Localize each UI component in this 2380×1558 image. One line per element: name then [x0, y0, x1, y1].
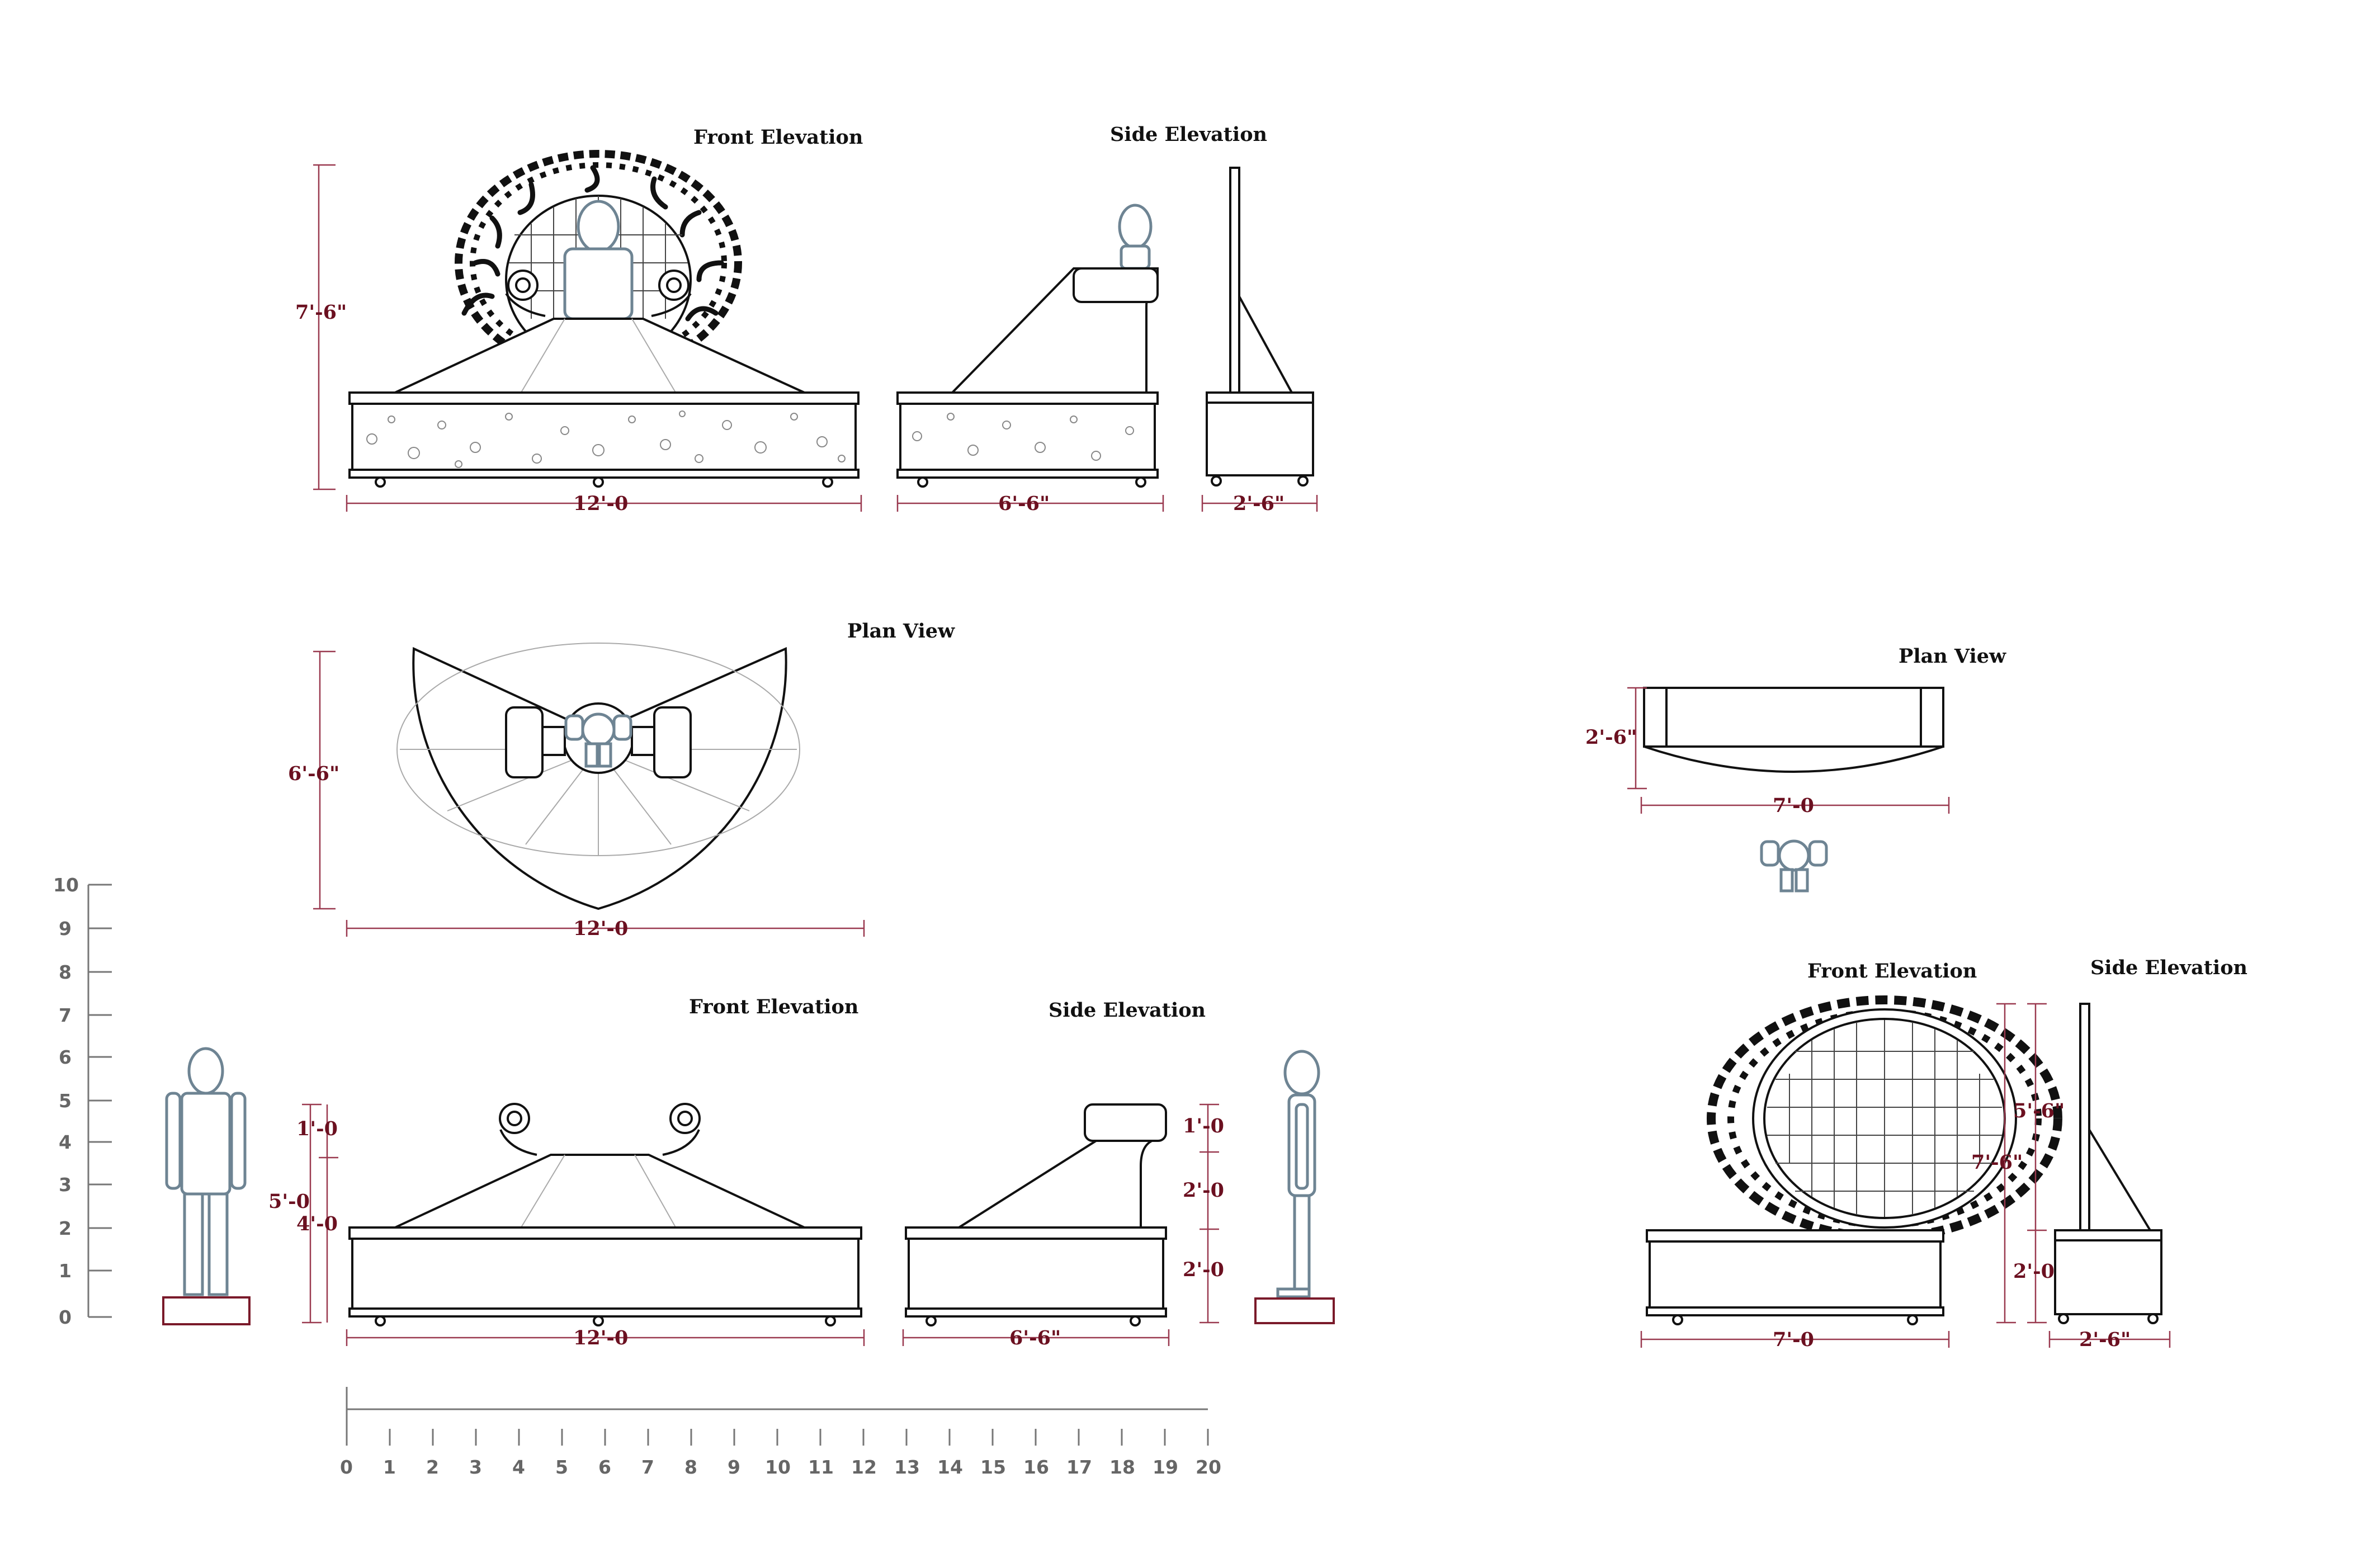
vscale-6: 6	[59, 1046, 72, 1068]
top-front-height-label: 7'-6"	[295, 301, 347, 324]
top-panel-width-label: 2'-6"	[1233, 492, 1285, 515]
ramp-front	[391, 318, 809, 395]
hscale-14: 14	[937, 1456, 963, 1478]
lower-side-dim-c: 2'-0	[1183, 1258, 1224, 1281]
right-side-elevation-title: Side Elevation	[2090, 956, 2247, 979]
hscale-13: 13	[894, 1456, 920, 1478]
top-front-elevation-title: Front Elevation	[693, 126, 863, 149]
horizontal-scale: 0 1 2 3 4 5 6 7 8 9 10 11 12 13 14 15 16…	[340, 1387, 1221, 1478]
plan-view-small: Plan View 2'-6" 7'-0	[1585, 645, 2006, 893]
lower-upper-height-label: 1'-0	[296, 1117, 338, 1140]
hscale-5: 5	[555, 1456, 568, 1478]
right-front-elevation: Front Elevation 7'-0	[1640, 960, 2062, 1351]
lower-front-elevation-title: Front Elevation	[689, 995, 858, 1018]
top-front-width-label: 12'-0	[573, 492, 628, 515]
hscale-16: 16	[1023, 1456, 1049, 1478]
lower-side-dim-b: 2'-0	[1183, 1179, 1224, 1202]
right-total-height-label: 7'-6"	[1971, 1151, 2023, 1174]
scale-figure-side	[1254, 1050, 1335, 1324]
hscale-11: 11	[808, 1456, 834, 1478]
plan-view-large-title: Plan View	[847, 620, 955, 643]
plan-large-width-label: 12'-0	[573, 917, 628, 940]
lower-side-elevation-title: Side Elevation	[1049, 999, 1206, 1022]
vertical-scale: 10 9 8 7 6 5 4 3 2 1 0	[53, 874, 112, 1328]
hscale-3: 3	[469, 1456, 482, 1478]
lower-side-dim-a: 1'-0	[1183, 1115, 1224, 1137]
right-front-elevation-title: Front Elevation	[1807, 960, 1977, 983]
lower-side-width-label: 6'-6"	[1009, 1326, 1061, 1349]
top-side-elevation: Side Elevation 6'-6"	[896, 123, 1267, 515]
plan-small-figure	[1760, 839, 1828, 893]
hscale-4: 4	[512, 1456, 525, 1478]
vscale-10: 10	[53, 874, 79, 896]
hscale-6: 6	[598, 1456, 611, 1478]
right-upper-height-label: 5'-6"	[2013, 1099, 2065, 1122]
top-side-width-label: 6'-6"	[998, 492, 1050, 515]
top-panel-side: 2'-6"	[1201, 167, 1318, 515]
lower-side-elevation: Side Elevation 1'-0 2'-0 2'-0 6'-6"	[902, 999, 1224, 1349]
plan-large-height-label: 6'-6"	[288, 762, 339, 785]
top-side-elevation-title: Side Elevation	[1110, 123, 1267, 146]
hscale-1: 1	[383, 1456, 396, 1478]
hscale-9: 9	[728, 1456, 740, 1478]
vscale-1: 1	[59, 1260, 72, 1282]
hscale-20: 20	[1196, 1456, 1221, 1478]
vscale-4: 4	[59, 1131, 72, 1153]
plan-small-height-label: 2'-6"	[1585, 726, 1637, 749]
plan-view-small-title: Plan View	[1899, 645, 2006, 668]
top-front-dimensions: 7'-6" 12'-0	[295, 164, 862, 515]
right-front-width-label: 7'-0	[1773, 1328, 1814, 1351]
plan-view-large: Plan View 6'-6" 12'-0	[288, 620, 955, 940]
lower-front-elevation: Front Elevation 5'-0 1'-0 4'-0 12'-0	[268, 995, 865, 1349]
plan-figure-top	[564, 712, 632, 768]
hscale-15: 15	[980, 1456, 1006, 1478]
vscale-2: 2	[59, 1217, 72, 1239]
right-lower-height-label: 2'-0	[2013, 1260, 2055, 1283]
vscale-0: 0	[59, 1306, 72, 1328]
hscale-19: 19	[1153, 1456, 1178, 1478]
vscale-5: 5	[59, 1090, 72, 1112]
hscale-17: 17	[1066, 1456, 1092, 1478]
lower-scroll-ornaments	[499, 1103, 701, 1156]
right-side-width-label: 2'-6"	[2079, 1328, 2131, 1351]
vscale-7: 7	[59, 1004, 72, 1026]
hscale-10: 10	[765, 1456, 791, 1478]
seated-figure-side	[1118, 204, 1153, 270]
scale-figure-left	[162, 1047, 251, 1325]
plan-fan-outline	[412, 646, 787, 910]
hscale-7: 7	[641, 1456, 654, 1478]
right-side-elevation: Side Elevation 7'-6" 5'-6" 2'-0 2'-6"	[1971, 956, 2247, 1351]
hscale-12: 12	[851, 1456, 877, 1478]
lower-lower-height-label: 4'-0	[296, 1212, 338, 1235]
base-front	[348, 391, 860, 488]
lower-total-height-label: 5'-0	[268, 1190, 310, 1213]
hscale-8: 8	[684, 1456, 697, 1478]
hscale-0: 0	[340, 1456, 353, 1478]
vscale-9: 9	[59, 918, 72, 939]
plan-small-width-label: 7'-0	[1773, 794, 1814, 817]
hscale-2: 2	[426, 1456, 439, 1478]
scroll-ornaments	[505, 270, 692, 317]
top-front-elevation: Front Elevation	[295, 126, 863, 515]
lower-front-width-label: 12'-0	[573, 1326, 628, 1349]
right-portal-grid	[1767, 1020, 2002, 1217]
vscale-3: 3	[59, 1174, 72, 1196]
hscale-18: 18	[1109, 1456, 1135, 1478]
vscale-8: 8	[59, 961, 72, 983]
